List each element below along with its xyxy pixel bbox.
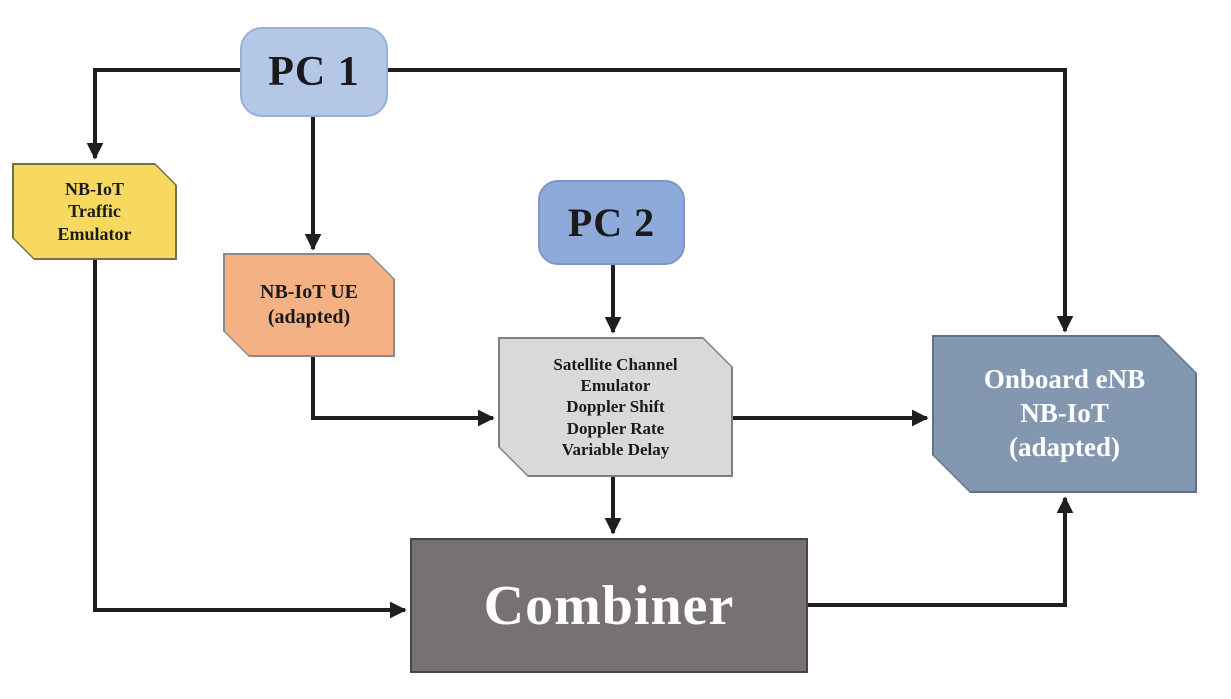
node-combiner: Combiner — [410, 538, 808, 673]
arrow-pc1-to-enb — [388, 68, 1074, 333]
node-pc2: PC 2 — [538, 180, 685, 265]
node-pc1: PC 1 — [240, 27, 388, 117]
node-onboard-enb-body: Onboard eNB NB-IoT (adapted) — [934, 337, 1195, 491]
node-nbiot-ue: NB-IoT UE (adapted) — [223, 253, 395, 357]
arrow-pc1-to-traffic-emulator — [86, 68, 240, 160]
node-nbiot-traffic-emulator-label: NB-IoT Traffic Emulator — [57, 178, 132, 244]
node-combiner-label: Combiner — [483, 574, 735, 637]
node-onboard-enb: Onboard eNB NB-IoT (adapted) — [932, 335, 1197, 493]
node-satellite-channel-emulator: Satellite Channel Emulator Doppler Shift… — [498, 337, 733, 477]
node-pc2-label: PC 2 — [567, 199, 656, 245]
arrow-combiner-to-enb — [808, 496, 1074, 607]
arrow-ue-to-satellite-emulator — [311, 357, 495, 427]
node-nbiot-ue-label: NB-IoT UE (adapted) — [260, 281, 358, 328]
node-satellite-channel-emulator-label: Satellite Channel Emulator Doppler Shift… — [553, 354, 678, 459]
node-satellite-channel-emulator-body: Satellite Channel Emulator Doppler Shift… — [500, 339, 731, 475]
node-nbiot-traffic-emulator: NB-IoT Traffic Emulator — [12, 163, 177, 260]
node-nbiot-traffic-emulator-body: NB-IoT Traffic Emulator — [14, 165, 175, 258]
node-onboard-enb-label: Onboard eNB NB-IoT (adapted) — [983, 364, 1146, 462]
node-pc1-label: PC 1 — [268, 48, 360, 95]
node-nbiot-ue-body: NB-IoT UE (adapted) — [225, 255, 393, 355]
